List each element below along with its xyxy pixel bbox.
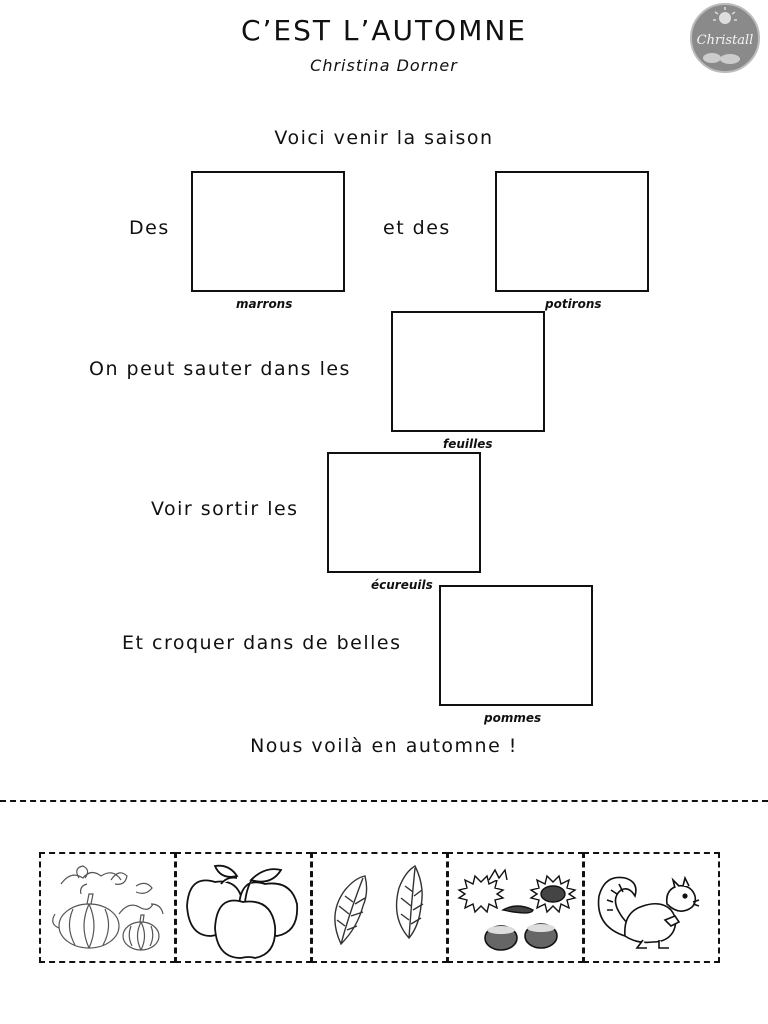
leaves-icon — [334, 865, 424, 946]
caption-pommes: pommes — [484, 711, 542, 725]
page-title: C’EST L’AUTOMNE — [240, 14, 527, 47]
pumpkin-icon — [52, 865, 164, 951]
cutout-leaves[interactable] — [311, 852, 448, 963]
caption-marrons: marrons — [236, 297, 293, 311]
answer-box-feuilles[interactable] — [391, 311, 545, 432]
christall-logo: Christall — [684, 2, 766, 74]
apples-icon — [186, 864, 299, 959]
cutout-apples[interactable] — [175, 852, 312, 963]
answer-box-pommes[interactable] — [439, 585, 593, 706]
chestnuts-icon — [457, 868, 577, 951]
cutout-pumpkin[interactable] — [39, 852, 176, 963]
answer-box-potirons[interactable] — [495, 171, 649, 292]
caption-potirons: potirons — [545, 297, 602, 311]
poem-line2: On peut sauter dans les — [89, 358, 351, 380]
logo-text: Christall — [697, 33, 754, 48]
squirrel-icon — [597, 875, 700, 949]
cutout-chestnuts[interactable] — [447, 852, 584, 963]
cutout-squirrel[interactable] — [583, 852, 720, 963]
answer-box-marrons[interactable] — [191, 171, 345, 292]
answer-box-ecureuils[interactable] — [327, 452, 481, 573]
poem-line1-start: Des — [129, 217, 170, 239]
cut-line — [0, 800, 768, 802]
poem-outro: Nous voilà en automne ! — [250, 735, 518, 757]
poem-intro: Voici venir la saison — [274, 127, 494, 149]
poem-line1-middle: et des — [383, 217, 451, 239]
poem-line4: Et croquer dans de belles — [122, 632, 402, 654]
caption-ecureuils: écureuils — [371, 578, 433, 592]
author-name: Christina Dorner — [310, 56, 458, 75]
poem-line3: Voir sortir les — [151, 498, 299, 520]
caption-feuilles: feuilles — [443, 437, 493, 451]
